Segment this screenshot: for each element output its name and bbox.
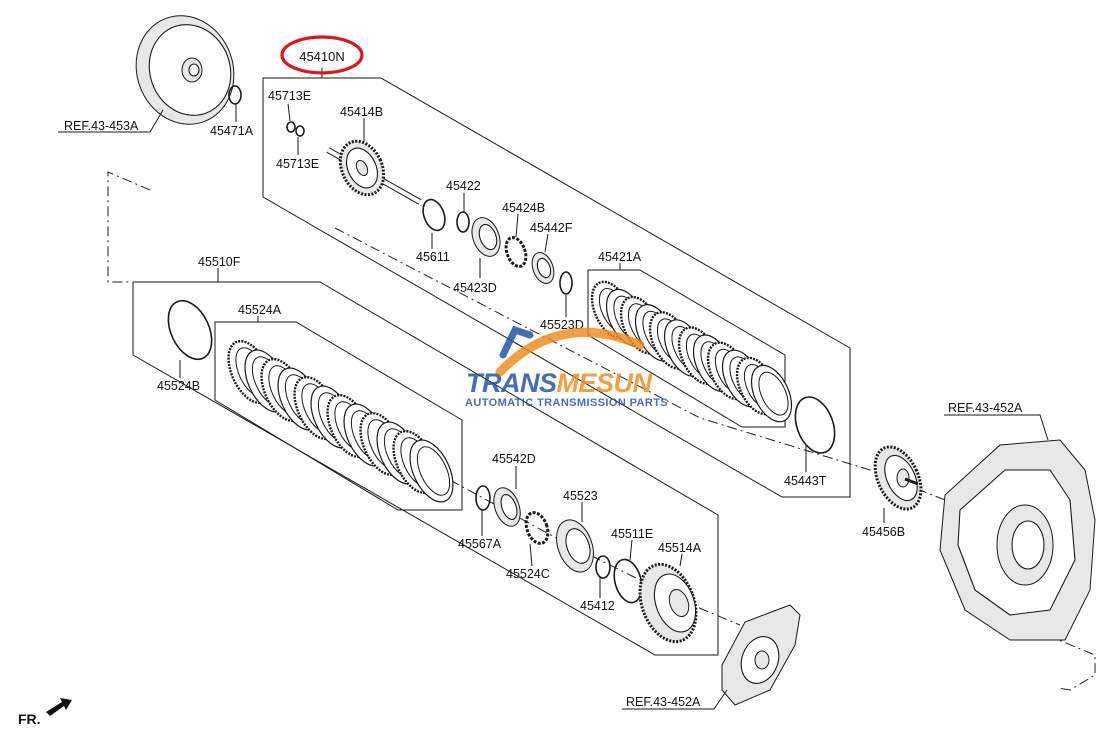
- label-45471A: 45471A: [210, 124, 254, 138]
- clutch-disc-inner: [758, 371, 789, 416]
- centerline-main: [334, 227, 946, 501]
- group-outline-45510F: [132, 281, 719, 656]
- ring-45422: [456, 211, 470, 233]
- transmission-case-right: [939, 439, 1096, 641]
- piston-45542D: [493, 487, 521, 527]
- piston-45523: [556, 519, 594, 573]
- label-45423D: 45423D: [453, 281, 497, 295]
- svg-text:TRANSMESUN: TRANSMESUN: [466, 368, 653, 398]
- drum-45514A: [638, 562, 698, 644]
- label-45442F: 45442F: [530, 221, 573, 235]
- clutch-disc: [409, 439, 454, 503]
- group-outline-45410N: [262, 77, 851, 498]
- label-45410N: 45410N: [299, 49, 345, 64]
- ring-45611: [422, 198, 446, 232]
- ring-45412: [595, 555, 611, 579]
- label-45510F: 45510F: [198, 255, 241, 269]
- bearing-45442F: [531, 252, 555, 284]
- ref-label-453a: REF.43-453A: [64, 119, 139, 133]
- label-45713E-bottom: 45713E: [276, 157, 319, 171]
- label-45422: 45422: [446, 179, 481, 193]
- centerline-left: [107, 171, 151, 283]
- clutch-pack-45421A: [590, 280, 793, 423]
- o-ring-45713E-a: [286, 121, 296, 133]
- label-45424B: 45424B: [502, 201, 545, 215]
- snap-ring-45471A: [228, 85, 242, 105]
- ring-45523D: [559, 271, 573, 295]
- watermark-swoosh-icon: [495, 327, 645, 377]
- snap-ring-45524B: [167, 299, 213, 361]
- transmission-cover-bottom: [721, 604, 801, 706]
- subgroup-outline-45524A: [214, 321, 463, 511]
- torque-converter: [135, 15, 235, 125]
- highlight-circle-45410N: [280, 35, 364, 75]
- label-45524C: 45524C: [506, 567, 550, 581]
- centerline-right: [1009, 619, 1096, 691]
- seal-45511E: [613, 558, 643, 604]
- label-45713E-top: 45713E: [268, 89, 311, 103]
- label-45511E: 45511E: [611, 527, 653, 541]
- gear-45456B: [873, 445, 923, 511]
- input-shaft-45414B: [326, 139, 422, 205]
- label-45524A: 45524A: [238, 303, 282, 317]
- clutch-disc-inner: [416, 446, 451, 496]
- bearing-45524C: [524, 511, 550, 545]
- ref-label-452a-bottom: REF.43-452A: [626, 695, 701, 709]
- ref-label-452a-right: REF.43-452A: [948, 401, 1023, 415]
- ring-45567A: [475, 485, 491, 511]
- label-45456B: 45456B: [862, 525, 905, 539]
- watermark-tagline: AUTOMATIC TRANSMISSION PARTS: [465, 397, 668, 409]
- direction-label: FR.: [18, 711, 41, 727]
- watermark-gear-icon: [499, 325, 534, 359]
- label-45542D: 45542D: [492, 452, 536, 466]
- bearing-45424B: [504, 236, 528, 268]
- label-45514A: 45514A: [658, 541, 702, 555]
- clutch-disc: [750, 364, 793, 423]
- direction-arrow-icon: [46, 698, 72, 716]
- label-45523: 45523: [563, 489, 598, 503]
- watermark-brand-part2: MESUN: [557, 368, 653, 398]
- label-45443T: 45443T: [784, 474, 827, 488]
- label-45567A: 45567A: [458, 537, 502, 551]
- label-45611: 45611: [416, 250, 450, 264]
- o-ring-45713E-b: [295, 125, 305, 137]
- label-45421A: 45421A: [598, 250, 642, 264]
- label-45414B: 45414B: [340, 105, 383, 119]
- label-45524B: 45524B: [157, 379, 200, 393]
- watermark-brand-part1: TRANS: [466, 368, 557, 398]
- brand-watermark: TRANSMESUN AUTOMATIC TRANSMISSION PARTS: [465, 325, 668, 409]
- clutch-pack-45524A: [227, 339, 454, 503]
- snap-ring-45443T: [794, 396, 836, 454]
- label-45412: 45412: [580, 599, 615, 613]
- bearing-45423D: [471, 217, 501, 257]
